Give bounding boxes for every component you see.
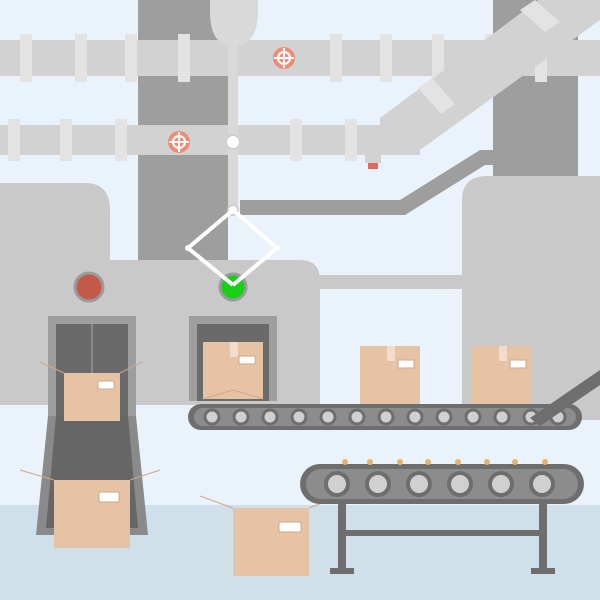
valve-wheel-icon <box>168 131 190 153</box>
diagonal-pipe <box>380 0 600 150</box>
lower-conveyor <box>300 459 584 504</box>
conveyor-stand <box>330 504 555 574</box>
cardboard-box-icon <box>472 346 532 404</box>
cardboard-box-icon <box>360 346 420 404</box>
cardboard-box-icon <box>39 361 143 421</box>
robotic-claw-icon <box>184 0 281 287</box>
ramp-belt <box>530 370 600 426</box>
upper-conveyor <box>188 404 582 430</box>
thin-pipes <box>240 150 500 289</box>
cardboard-box-icon <box>199 495 341 576</box>
valve-wheel-icon <box>273 47 295 69</box>
cardboard-box-icon <box>19 469 161 548</box>
stop-light <box>73 271 105 303</box>
middle-pipe <box>0 119 420 169</box>
cardboard-box-icon <box>202 342 264 400</box>
